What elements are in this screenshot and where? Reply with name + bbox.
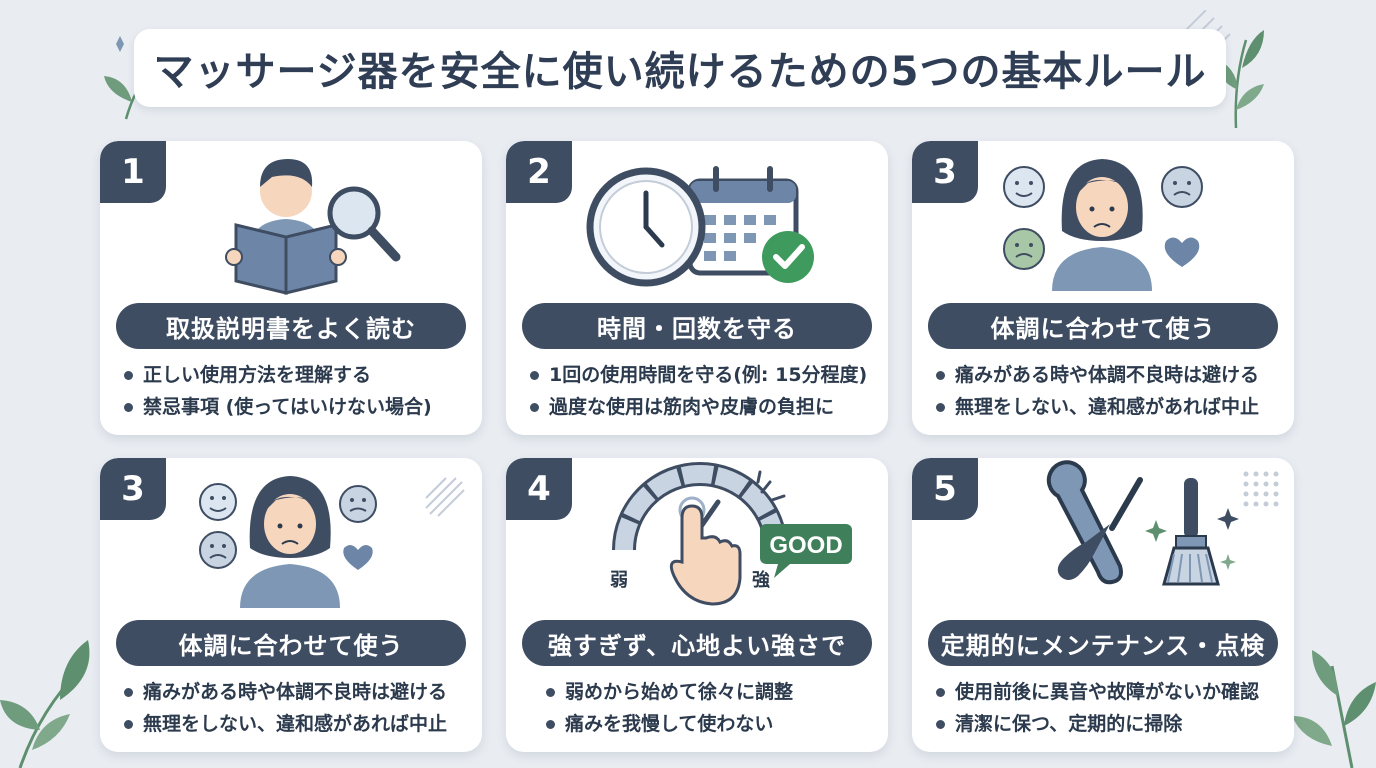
bullet-dot-icon: [936, 402, 945, 412]
bullet-item: 正しい使用方法を理解する: [124, 359, 472, 391]
rule-number-badge: 3: [100, 458, 166, 520]
bullet-item: 過度な使用は筋肉や皮膚の負担に: [530, 391, 878, 423]
bullet-item: 弱めから始めて徐々に調整: [546, 676, 878, 708]
bullet-dot-icon: [546, 719, 555, 729]
rule-number-badge: 2: [506, 141, 572, 203]
bullet-item: 清潔に保つ、定期的に掃除: [936, 708, 1284, 740]
rule-heading: 定期的にメンテナンス・点検: [928, 620, 1278, 666]
rule-heading: 強すぎず、心地よい強さで: [522, 620, 872, 666]
mood-faces-person-icon: [199, 476, 465, 608]
bullet-dot-icon: [124, 687, 133, 697]
leaf-branch-bottom-right-icon: [1292, 650, 1376, 768]
bullet-item: 1回の使用時間を守る(例: 15分程度): [530, 359, 878, 391]
rule-number-badge: 4: [506, 458, 572, 520]
intensity-gauge-hand-icon: GOOD 弱 強: [610, 462, 852, 606]
bullet-dot-icon: [546, 687, 555, 697]
rule-heading: 体調に合わせて使う: [928, 303, 1278, 349]
bullet-item: 無理をしない、違和感があれば中止: [124, 708, 472, 740]
rule-number-badge: 1: [100, 141, 166, 203]
rule-card-1: 1 取扱説明書をよく読む 正しい使用方法を理解する 禁忌事項 (使ってはいけない…: [100, 141, 482, 435]
rule-card-2: 2 時間・回数を守る 1回の使用時間を守る(例: 15分程度) 過度な使用は筋肉…: [506, 141, 888, 435]
bullet-item: 痛みがある時や体調不良時は避ける: [124, 676, 472, 708]
good-badge-label: GOOD: [769, 532, 842, 559]
bullet-item: 禁忌事項 (使ってはいけない場合): [124, 391, 472, 423]
rule-heading: 体調に合わせて使う: [116, 620, 466, 666]
mood-faces-person-icon: [1003, 159, 1203, 291]
rule-bullet-list: 痛みがある時や体調不良時は避ける 無理をしない、違和感があれば中止: [124, 676, 472, 740]
rule-bullet-list: 痛みがある時や体調不良時は避ける 無理をしない、違和感があれば中止: [936, 359, 1284, 423]
wrench-screwdriver-brush-icon: [1046, 460, 1279, 586]
rule-number-badge: 5: [912, 458, 978, 520]
rule-card-5: 5 定期的にメンテナンス・点検 使用前後に異音や故障がないか確認 清潔に保つ、定…: [912, 458, 1294, 752]
bullet-item: 無理をしない、違和感があれば中止: [936, 391, 1284, 423]
bullet-item: 痛みを我慢して使わない: [546, 708, 878, 740]
rule-heading: 時間・回数を守る: [522, 303, 872, 349]
reading-manual-magnifier-icon: [225, 159, 401, 295]
bullet-item: 痛みがある時や体調不良時は避ける: [936, 359, 1284, 391]
page-title: マッサージ器を安全に使い続けるための5つの基本ルール: [153, 49, 1207, 95]
leaf-branch-bottom-left-icon: [0, 640, 90, 768]
bullet-dot-icon: [124, 719, 133, 729]
rule-card-3: 3 体調に合わせて使う 痛みがある時や体調不良時は避ける 無理をしない、違和感が…: [912, 141, 1294, 435]
rule-bullet-list: 使用前後に異音や故障がないか確認 清潔に保つ、定期的に掃除: [936, 676, 1284, 740]
bullet-dot-icon: [124, 402, 133, 412]
rule-bullet-list: 正しい使用方法を理解する 禁忌事項 (使ってはいけない場合): [124, 359, 472, 423]
rule-card-4: GOOD 弱 強 4 強すぎず、心地よい強さで 弱めから始めて徐々に調整 痛みを…: [506, 458, 888, 752]
bullet-dot-icon: [936, 719, 945, 729]
rule-bullet-list: 1回の使用時間を守る(例: 15分程度) 過度な使用は筋肉や皮膚の負担に: [530, 359, 878, 423]
bullet-dot-icon: [124, 370, 133, 380]
bullet-dot-icon: [530, 402, 539, 412]
bullet-dot-icon: [936, 370, 945, 380]
gauge-weak-label: 弱: [610, 570, 628, 591]
rule-heading: 取扱説明書をよく読む: [116, 303, 466, 349]
gauge-strong-label: 強: [752, 569, 770, 591]
bullet-dot-icon: [936, 687, 945, 697]
clock-calendar-check-icon: [586, 166, 814, 287]
title-banner: マッサージ器を安全に使い続けるための5つの基本ルール: [134, 29, 1226, 107]
bullet-dot-icon: [530, 370, 539, 380]
rule-bullet-list: 弱めから始めて徐々に調整 痛みを我慢して使わない: [546, 676, 878, 740]
bullet-item: 使用前後に異音や故障がないか確認: [936, 676, 1284, 708]
rule-card-3-repeat: 3 体調に合わせて使う 痛みがある時や体調不良時は避ける 無理をしない、違和感が…: [100, 458, 482, 752]
rule-number-badge: 3: [912, 141, 978, 203]
